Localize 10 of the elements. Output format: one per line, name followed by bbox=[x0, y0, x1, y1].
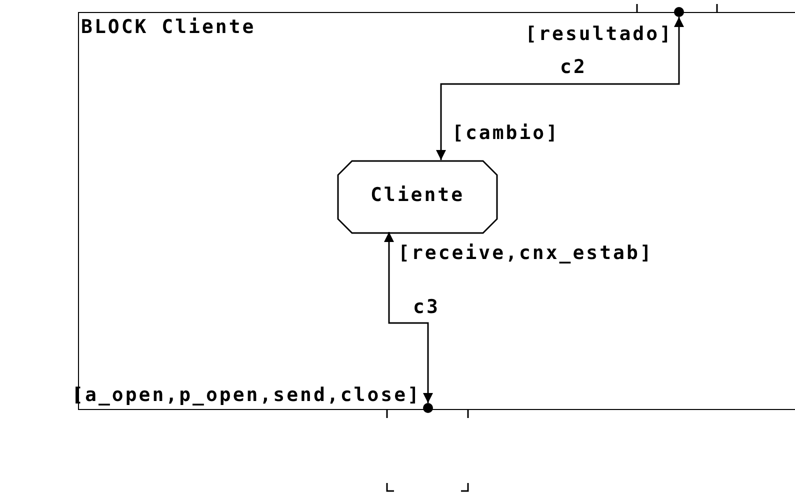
channel-arrow bbox=[384, 232, 433, 403]
process-octagon bbox=[338, 161, 497, 233]
channel-endpoint-dot bbox=[423, 403, 433, 413]
signal-list: [receive,cnx_estab] bbox=[398, 243, 654, 263]
process-name: Cliente bbox=[369, 185, 466, 205]
block-title: BLOCK Cliente bbox=[81, 17, 256, 37]
signal-list: [cambio] bbox=[452, 123, 560, 143]
signal-list: [resultado] bbox=[525, 24, 673, 44]
channel-arrow bbox=[436, 17, 684, 160]
channel-endpoint-dot bbox=[674, 7, 684, 17]
